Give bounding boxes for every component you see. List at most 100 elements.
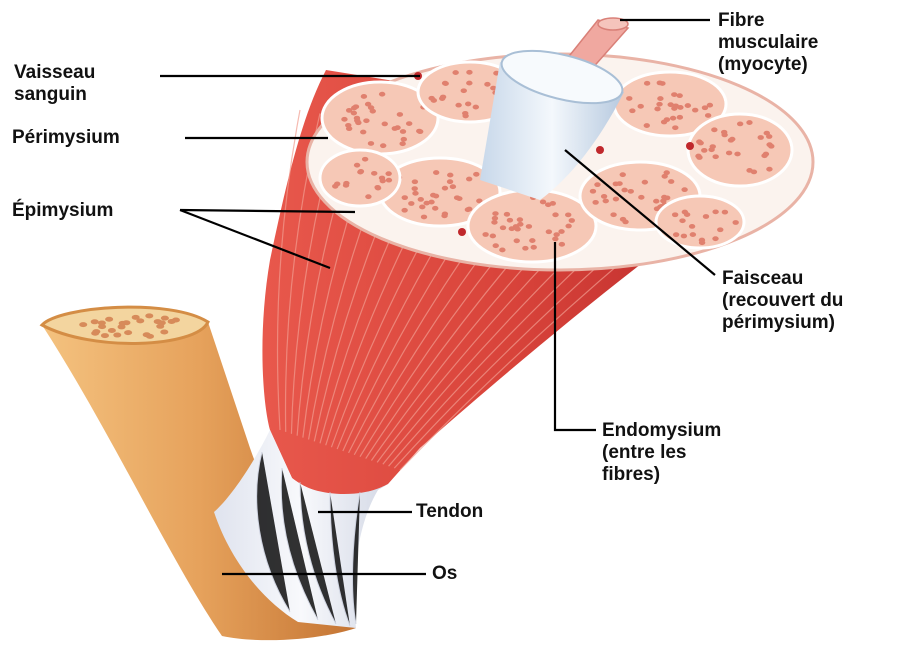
myocyte-dot (670, 116, 676, 121)
label-endomysium-line1: Endomysium (602, 420, 721, 442)
myocyte-dot (668, 179, 674, 184)
myocyte-dot (540, 200, 546, 205)
myocyte-dot (473, 105, 479, 110)
myocyte-dot (399, 141, 405, 146)
myocyte-dot (689, 224, 695, 229)
myocyte-dot (351, 111, 357, 116)
myocyte-dot (642, 180, 648, 185)
label-tendon: Tendon (416, 501, 483, 523)
myocyte-dot (504, 212, 510, 217)
myocyte-dot (491, 220, 497, 225)
myocyte-dot (353, 104, 359, 109)
myocyte-dot (455, 103, 461, 108)
myocyte-dot (499, 248, 505, 253)
myocyte-dot (401, 208, 407, 213)
marrow-pore (105, 317, 113, 322)
myocyte-dot (385, 171, 391, 176)
marrow-pore (91, 331, 99, 336)
marrow-pore (98, 321, 106, 326)
myocyte-dot (447, 179, 453, 184)
myocyte-dot (717, 227, 723, 232)
myocyte-dot (531, 245, 537, 250)
label-fibre-line3: (myocyte) (718, 54, 818, 76)
myocyte-dot (712, 236, 718, 241)
myocyte-dot (380, 179, 386, 184)
myocyte-dot (620, 217, 626, 222)
myocyte-dot (613, 181, 619, 186)
myocyte-dot (638, 104, 644, 109)
label-fibre-musculaire: Fibre musculaire (myocyte) (718, 10, 818, 76)
myocyte-dot (681, 234, 687, 239)
myocyte-dot (529, 238, 535, 243)
fascicle (468, 190, 596, 262)
marrow-pore (161, 316, 169, 321)
label-endomysium-line2: (entre les (602, 442, 721, 464)
myocyte-dot (558, 229, 564, 234)
myocyte-dot (419, 205, 425, 210)
myocyte-dot (432, 206, 438, 211)
label-os: Os (432, 563, 457, 585)
myocyte-dot (592, 200, 598, 205)
fascicle (688, 114, 792, 186)
myocyte-dot (466, 177, 472, 182)
label-faisceau-line1: Faisceau (722, 268, 843, 290)
myocyte-dot (462, 114, 468, 119)
myocyte-dot (676, 93, 682, 98)
myocyte-dot (365, 102, 371, 107)
myocyte-dot (461, 88, 467, 93)
myocyte-dot (590, 189, 596, 194)
marrow-pore (108, 328, 116, 333)
myocyte-dot (626, 96, 632, 101)
myocyte-dot (456, 196, 462, 201)
myocyte-dot (358, 169, 364, 174)
myocyte-dot (621, 188, 627, 193)
myocyte-dot (702, 105, 708, 110)
myocyte-dot (354, 118, 360, 123)
marrow-pore (91, 319, 99, 324)
myocyte-dot (500, 225, 506, 230)
myocyte-dot (746, 120, 752, 125)
myocyte-dot (428, 200, 434, 205)
myocyte-dot (721, 133, 727, 138)
myocyte-dot (430, 193, 436, 198)
myocyte-dot (763, 152, 769, 157)
myocyte-dot (332, 184, 338, 189)
myocyte-dot (638, 195, 644, 200)
myocyte-dot (705, 113, 711, 118)
marrow-pore (79, 322, 87, 327)
myocyte-dot (690, 232, 696, 237)
myocyte-dot (629, 108, 635, 113)
myocyte-dot (664, 117, 670, 122)
myocyte-dot (465, 102, 471, 107)
marrow-pore (122, 320, 130, 325)
myocyte-dot (493, 243, 499, 248)
myocyte-dot (492, 216, 498, 221)
myocyte-dot (685, 103, 691, 108)
myocyte-dot (406, 121, 412, 126)
myocyte-dot (442, 186, 448, 191)
myocyte-dot (699, 238, 705, 243)
marrow-pore (156, 324, 164, 329)
myocyte-dot (552, 237, 558, 242)
myocyte-dot (484, 82, 490, 87)
myocyte-dot (418, 197, 424, 202)
myocyte-dot (546, 229, 552, 234)
myocyte-dot (766, 142, 772, 147)
myocyte-dot (466, 70, 472, 75)
myocyte-dot (737, 121, 743, 126)
myocyte-dot (442, 81, 448, 86)
marrow-pore (160, 330, 168, 335)
label-endomysium-line3: fibres) (602, 464, 721, 486)
myocyte-dot (703, 214, 709, 219)
marrow-pore (172, 317, 180, 322)
myocyte-dot (711, 127, 717, 132)
myocyte-dot (382, 122, 388, 127)
myocyte-dot (545, 202, 551, 207)
myocyte-dot (692, 108, 698, 113)
myocyte-dot (433, 170, 439, 175)
myocyte-dot (408, 201, 414, 206)
label-fibre-line2: musculaire (718, 32, 818, 54)
myocyte-dot (507, 218, 513, 223)
myocyte-dot (452, 70, 458, 75)
myocyte-dot (526, 224, 532, 229)
